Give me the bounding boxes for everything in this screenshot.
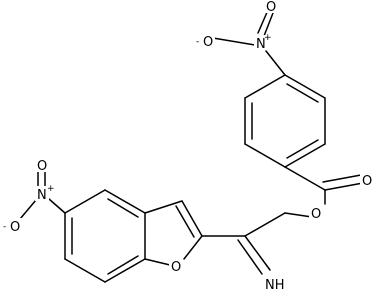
atom-ester-carbonyl-O: O [362, 174, 372, 189]
bond-bf-inner-c [107, 255, 139, 275]
bond-imine-b [237, 239, 263, 275]
bond-furan-c2-O [183, 235, 203, 260]
bond-carbonyl-O-a [324, 182, 364, 191]
bond-ring1-c4c5 [244, 143, 286, 168]
atom-ester-O: O [311, 207, 321, 222]
bond-bf-c5-N [48, 198, 66, 214]
bond-nitro-top-N-O-b [263, 12, 274, 37]
atom-furan-O: O [171, 260, 181, 275]
bond-furan-c3c3a [144, 200, 183, 214]
bond-bf-c3a-c4 [104, 189, 146, 214]
bond-ring1-c1c2 [284, 74, 326, 99]
charge-nitro-top-N-plus: + [264, 33, 272, 43]
bond-bf-c7-c7a [104, 258, 146, 283]
bond-nitro-top-N-ring [265, 50, 286, 76]
atoms: O - N + O O O O - N + O O NH [3, 0, 374, 293]
charge-nitro-left-O-minus: - [3, 222, 6, 232]
bond-ring1-c3c4 [284, 143, 326, 168]
bonds [19, 9, 364, 283]
bond-esterO-CH2 [284, 212, 313, 218]
atom-nitro-top-O: O [266, 0, 276, 15]
atom-nitro-left-O-minus: O [10, 220, 20, 235]
bond-carbonyl-O-b [322, 174, 362, 183]
charge-nitro-top-O-minus: - [196, 37, 199, 47]
bond-furan-c2c3-b [175, 205, 195, 238]
bond-CH2-imineC [244, 212, 286, 237]
bond-imine-a [244, 235, 271, 271]
charge-nitro-left-N-plus: + [47, 184, 55, 194]
bond-ring1-inner-b [286, 139, 319, 159]
atom-nitro-top-N-plus: N [256, 37, 266, 52]
bond-bf-inner-a [107, 198, 139, 218]
bond-ring-carbonyl [284, 166, 326, 191]
bond-furan-c2c3-a [181, 200, 203, 237]
bond-ring1-c6c1 [244, 74, 286, 99]
bond-ring1-inner-a [286, 83, 319, 103]
bond-nitro-left-N-Ominus [19, 199, 37, 220]
atom-imine-NH: NH [265, 278, 285, 293]
atom-nitro-top-O-minus: O [203, 35, 213, 50]
bond-nitro-top-N-O-a [257, 9, 269, 34]
atom-nitro-left-O: O [37, 159, 47, 174]
bond-nitro-top-O-N [212, 37, 256, 46]
bond-bf-c4-c5 [64, 189, 106, 214]
bond-furan-O-c7a [144, 258, 171, 266]
bond-bf-c6-c7 [64, 258, 106, 283]
atom-nitro-left-N-plus: N [37, 188, 47, 203]
